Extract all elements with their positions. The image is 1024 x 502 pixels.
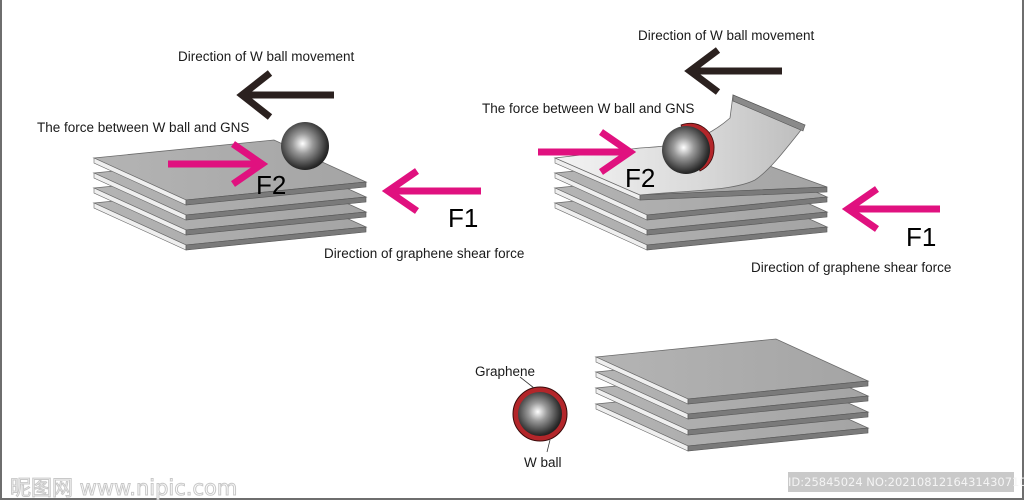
left-f1-arrow	[381, 168, 481, 214]
right-w-ball	[662, 122, 715, 174]
right-f2-arrow	[538, 129, 637, 175]
left-f2-label: F2	[256, 170, 287, 200]
left-shear-label: Direction of graphene shear force	[324, 246, 525, 261]
left-contact-force-label: The force between W ball and GNS	[37, 120, 250, 135]
w-ball-leader-line	[546, 439, 551, 453]
left-movement-arrow	[236, 70, 334, 120]
legend-graphene-stack	[595, 338, 869, 452]
left-w-ball	[281, 122, 329, 170]
right-f2-label: F2	[625, 163, 656, 193]
left-movement-label: Direction of W ball movement	[178, 49, 355, 64]
right-movement-arrow	[684, 47, 782, 95]
legend-coated-ball	[512, 376, 568, 453]
right-shear-label: Direction of graphene shear force	[751, 260, 952, 275]
graphene-leader-line	[519, 376, 535, 389]
right-f1-arrow	[841, 186, 940, 232]
graphene-label: Graphene	[475, 364, 536, 379]
right-movement-label: Direction of W ball movement	[638, 28, 815, 43]
w-ball-label: W ball	[524, 455, 562, 470]
left-f2-arrow	[168, 141, 269, 187]
right-f1-label: F1	[906, 222, 937, 252]
left-f1-label: F1	[448, 203, 479, 233]
id-watermark: ID:25845024 NO:20210812164314307106	[788, 472, 1024, 492]
right-contact-force-label: The force between W ball and GNS	[482, 101, 695, 116]
site-watermark: 昵图网 www.nipic.com	[9, 476, 238, 501]
